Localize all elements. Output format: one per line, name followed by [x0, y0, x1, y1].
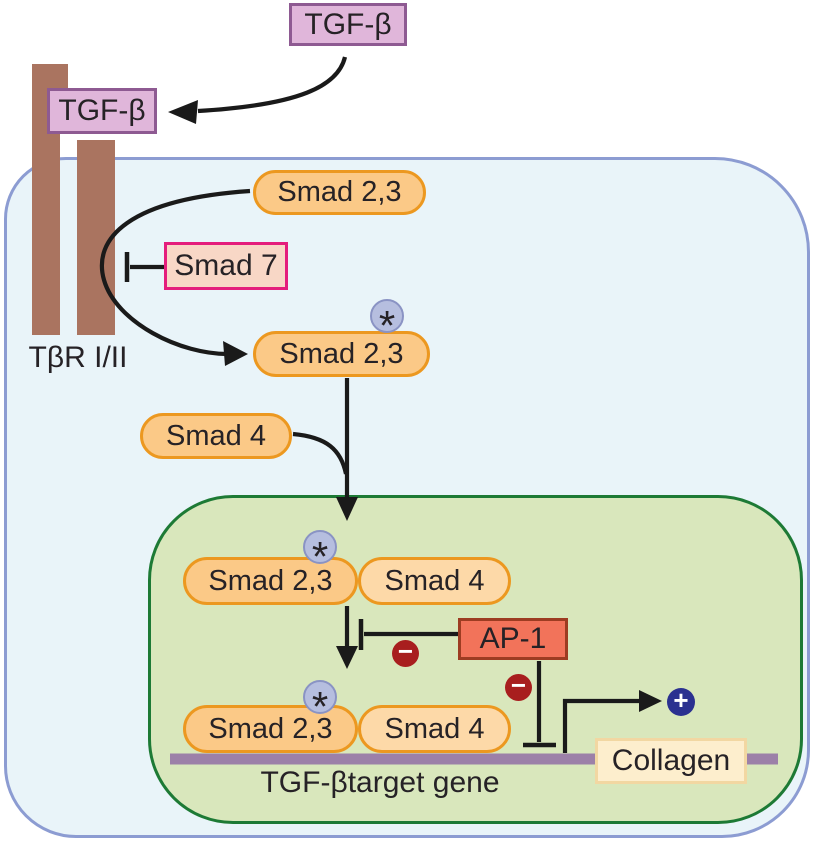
complex1-smad23-label: Smad 2,3 [208, 564, 333, 597]
smad23-cytoplasmic-label: Smad 2,3 [277, 176, 402, 208]
complex2-smad23-label: Smad 2,3 [208, 712, 333, 745]
smad23-phosphorylated-pill: Smad 2,3 [253, 331, 430, 377]
minus-icon: − [392, 636, 419, 667]
collagen-label: Collagen [611, 744, 731, 777]
smad7-box: Smad 7 [164, 242, 288, 290]
receptor-bar-right [77, 140, 115, 335]
complex2-smad4-pill: Smad 4 [358, 705, 511, 753]
minus-icon: − [505, 670, 532, 701]
smad7-label: Smad 7 [174, 249, 278, 282]
tgfb-bound-label: TGF-β [58, 94, 146, 127]
complex1-smad23-pill: Smad 2,3 [183, 557, 358, 605]
complex2-smad23-pill: Smad 2,3 [183, 705, 358, 753]
phospho-icon: * [303, 680, 337, 730]
receptor-label: TβR I/II [28, 341, 128, 374]
ap1-box: AP-1 [458, 618, 568, 660]
phospho-icon: * [303, 530, 337, 580]
plus-icon: + [667, 685, 695, 716]
tgfb-ligand-box: TGF-β [289, 3, 407, 46]
arrowhead-ligand-binding [168, 100, 198, 124]
smad23-phosphorylated-label: Smad 2,3 [279, 337, 404, 370]
tgfb-bound-box: TGF-β [47, 88, 157, 134]
ap1-label: AP-1 [479, 622, 547, 655]
complex2-smad4-label: Smad 4 [384, 712, 485, 745]
complex1-smad4-label: Smad 4 [384, 564, 485, 597]
smad23-cytoplasmic-pill: Smad 2,3 [253, 170, 426, 215]
tgfb-ligand-label: TGF-β [304, 7, 392, 41]
smad4-cytoplasmic-label: Smad 4 [166, 419, 266, 452]
phospho-icon: * [370, 299, 404, 349]
arrow-ligand-binding [197, 56, 348, 114]
complex1-smad4-pill: Smad 4 [358, 557, 511, 605]
smad4-cytoplasmic-pill: Smad 4 [140, 413, 292, 459]
collagen-box: Collagen [595, 738, 747, 784]
target-gene-label: TGF-βtarget gene [260, 766, 500, 799]
